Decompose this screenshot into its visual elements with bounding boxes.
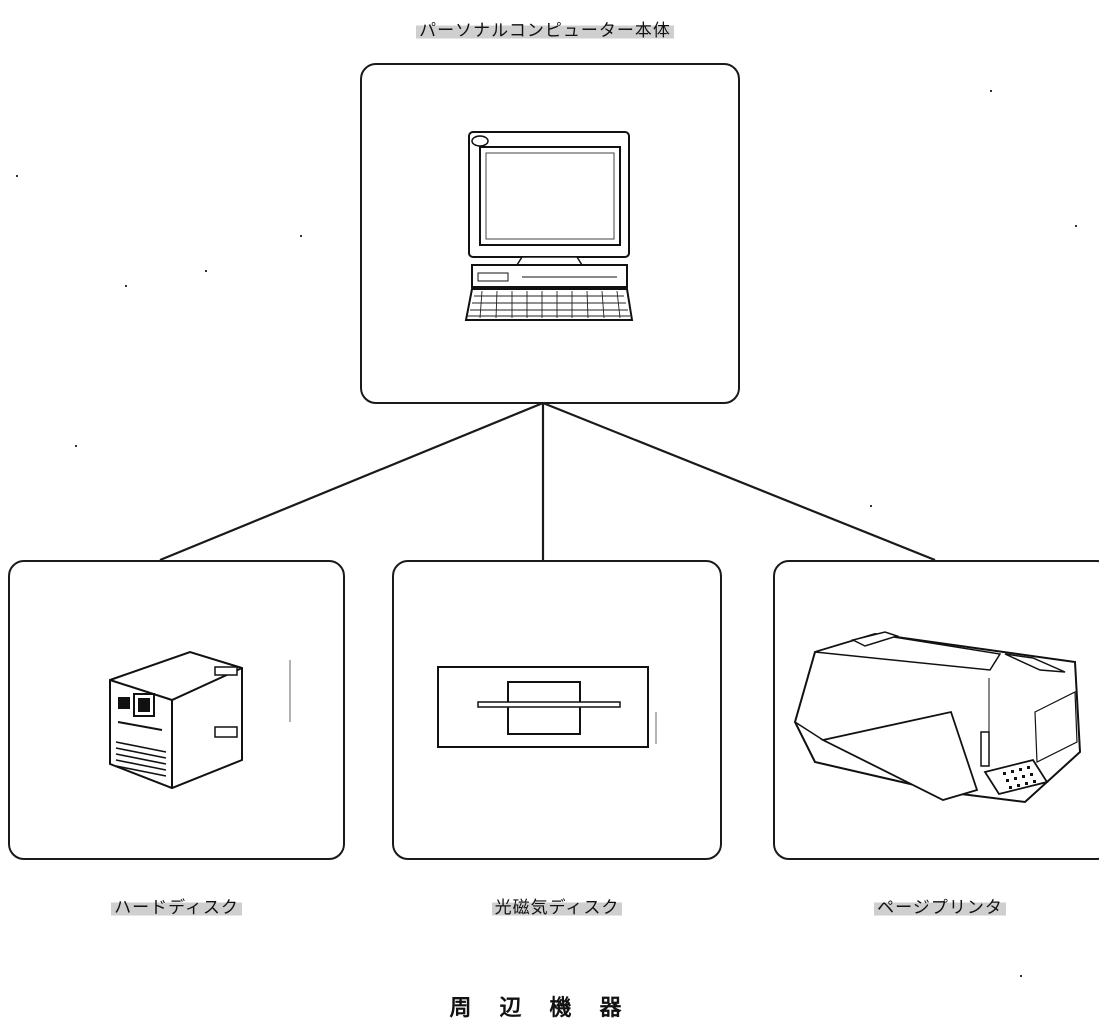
- link-hdd: [160, 403, 543, 560]
- hdd-box: [8, 560, 345, 860]
- hdd-label-text: ハードディスク: [111, 898, 242, 918]
- printer-label-text: ページプリンタ: [874, 898, 1006, 918]
- pc-title-text: パーソナルコンピューター本体: [416, 21, 674, 41]
- diagram-caption: 周辺機器: [0, 990, 1099, 1022]
- scan-speck: [300, 235, 302, 237]
- scan-speck: [870, 505, 872, 507]
- printer-label: ページプリンタ: [780, 893, 1099, 918]
- scan-speck: [205, 270, 207, 272]
- scan-speck: [990, 90, 992, 92]
- scan-speck: [1075, 225, 1077, 227]
- scan-speck: [16, 175, 18, 177]
- pc-title: パーソナルコンピューター本体: [360, 16, 730, 41]
- mo-label-text: 光磁気ディスク: [492, 898, 623, 918]
- scan-speck: [75, 445, 77, 447]
- desktop-computer-icon: [362, 65, 742, 406]
- printer-box: [773, 560, 1099, 860]
- mo-label: 光磁気ディスク: [392, 893, 722, 918]
- mo-box: [392, 560, 722, 860]
- pc-box: [360, 63, 740, 404]
- link-printer: [543, 403, 935, 560]
- hard-disk-icon: [10, 562, 347, 862]
- scan-speck: [1020, 975, 1022, 977]
- page-printer-icon: [775, 562, 1099, 862]
- hdd-label: ハードディスク: [8, 893, 345, 918]
- optical-disk-icon: [394, 562, 724, 862]
- scan-speck: [125, 285, 127, 287]
